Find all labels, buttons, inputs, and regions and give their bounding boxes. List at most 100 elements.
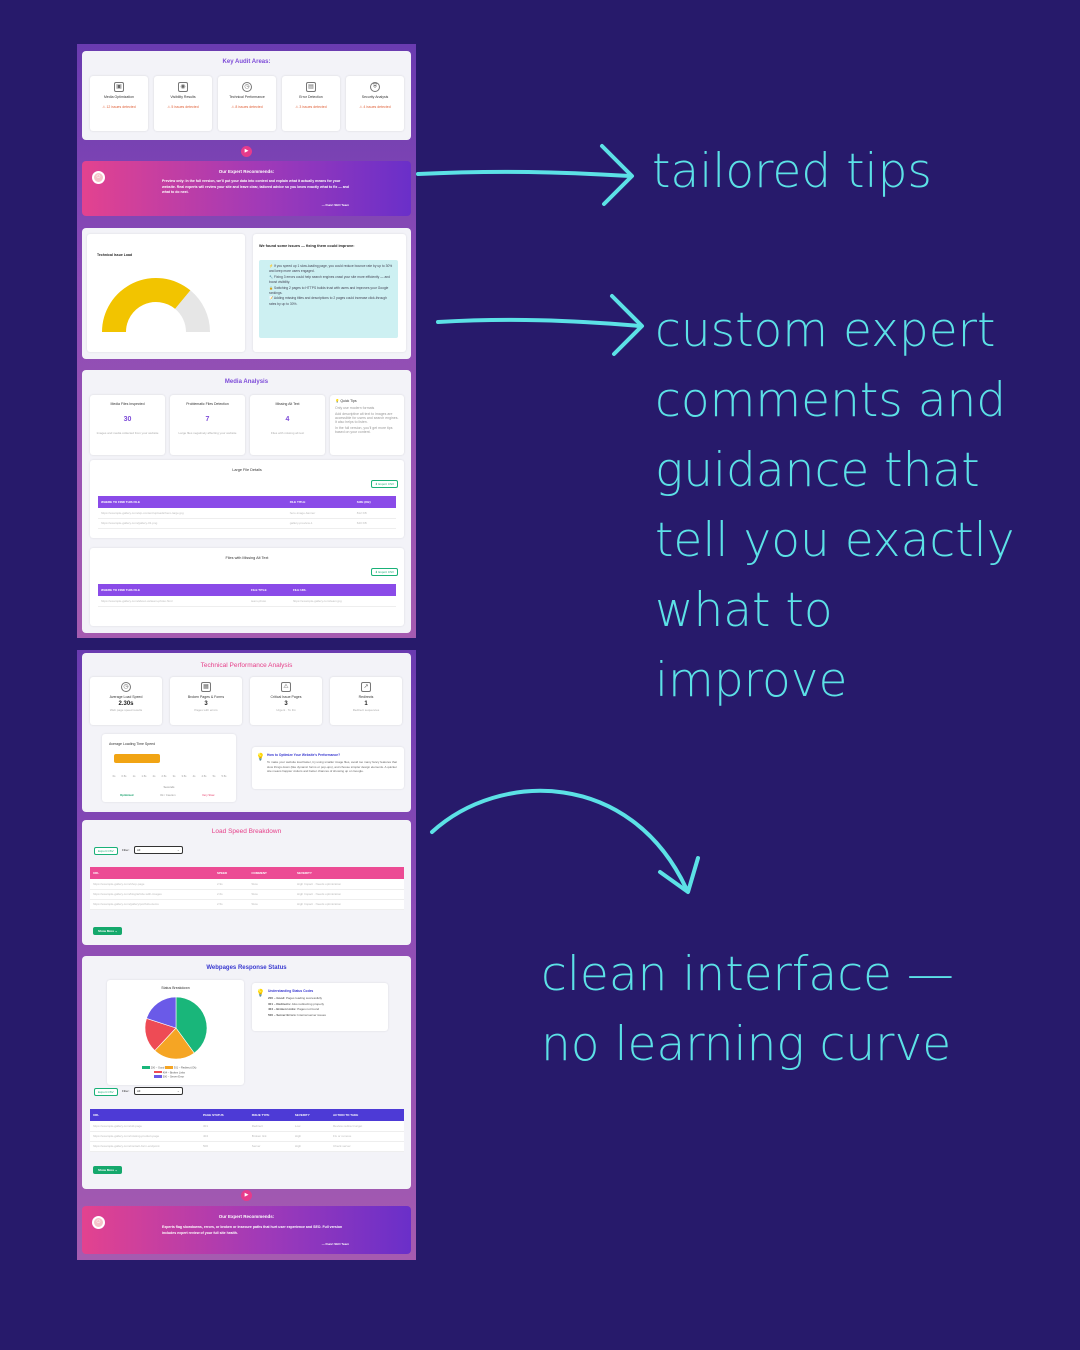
legend-item: 301 – Redirect (Ok): [173, 1066, 197, 1070]
media-analysis-card: Media Analysis Media Files Inspected 30 …: [82, 370, 411, 633]
table-cell: Low: [291, 1121, 330, 1132]
table-cell[interactable]: https://example-gallery.com/missing-prod…: [90, 1131, 200, 1142]
screenshot-strip-top: Key Audit Areas: ▣ Media Optimization ⚠ …: [77, 44, 416, 638]
chevron-down-icon: ⌄: [177, 1089, 180, 1093]
table-cell: Slow: [248, 899, 294, 910]
status-code-row: 404 – Broken Links: Pages not found: [268, 1007, 326, 1013]
column-header[interactable]: COMMENT: [248, 867, 294, 879]
issue-item: 🔧 Fixing 3 errors could help search engi…: [269, 274, 390, 285]
table-cell[interactable]: https://example-gallery.com/gallery-01.p…: [98, 518, 287, 529]
column-header[interactable]: SPEED: [214, 867, 249, 879]
column-header[interactable]: PAGE STATUS: [200, 1109, 249, 1121]
status-code-desc: Internal server issues: [297, 1012, 326, 1017]
audit-item[interactable]: ▣ Media Optimization ⚠ 12 issues detecte…: [90, 76, 148, 131]
audit-item-warning: ⚠ 5 issues detected: [167, 105, 199, 109]
column-header[interactable]: URL: [90, 1109, 200, 1121]
tech-stat: ⚠ Critical Issue Pages 3 Urgent · To Fix: [250, 677, 322, 725]
issues-panel: We found some issues — fixing them could…: [253, 234, 406, 352]
legend-item: 200 – Good: [150, 1066, 165, 1070]
x-tick-label: 5s: [213, 774, 216, 778]
tech-title: Technical Performance Analysis: [200, 662, 293, 669]
audit-item-label: Error Detection: [299, 95, 323, 99]
table-cell[interactable]: https://example-gallery.com/team.jpg: [289, 596, 396, 607]
audit-item-label: Media Optimization: [104, 95, 134, 99]
recommend-body: Preview only: In the full version, we'll…: [162, 179, 349, 194]
audit-item[interactable]: ◉ Visibility Results ⚠ 5 issues detected: [154, 76, 212, 131]
audit-item[interactable]: ⛨ Security Analysis ⚠ 4 issues detected: [346, 76, 404, 131]
caption-line: what to: [655, 583, 833, 638]
table-row: https://example-gallery.com/missing-prod…: [90, 1131, 404, 1142]
table-cell: 2.6s: [214, 889, 249, 900]
play-button[interactable]: ▶: [241, 1190, 252, 1201]
table-cell: 640 KB: [353, 518, 396, 529]
table-cell[interactable]: https://example-gallery.com/shop-page: [90, 879, 214, 890]
status-chart-title: Status Breakdown: [161, 986, 190, 990]
gauge-icon: ◷: [242, 82, 252, 92]
column-header[interactable]: FILE TITLE: [247, 584, 290, 596]
table-cell: 812 KB: [353, 508, 396, 519]
table-cell[interactable]: https://example-gallery.com/blog/article…: [90, 889, 214, 900]
column-header[interactable]: WHERE TO FIND THIS FILE: [98, 584, 248, 596]
show-more-button[interactable]: Show More ⌄: [93, 1166, 123, 1174]
audit-item-label: Visibility Results: [170, 95, 196, 99]
media-stat-value: 7: [205, 416, 210, 423]
status-code: 301 – Redirects:: [268, 1001, 292, 1006]
filter-select[interactable]: All⌄: [134, 846, 183, 854]
audit-item[interactable]: ▤ Error Detection ⚠ 3 issues detected: [282, 76, 340, 131]
tech-stat-sub: Redirect sequences: [352, 708, 380, 712]
recommend-signature: — Dunri SEO Team: [321, 1242, 349, 1246]
table-cell[interactable]: https://example-gallery.com/old-page: [90, 1121, 200, 1132]
optimize-tip-body: To make your website load faster, try us…: [267, 760, 397, 774]
table-cell[interactable]: https://example-gallery.com/contact-form…: [90, 1141, 200, 1152]
export-csv-button[interactable]: ⬇ Export CSV: [370, 480, 398, 488]
column-header[interactable]: ACTION TO TAKE: [330, 1109, 404, 1121]
show-more-button[interactable]: Show More ⌄: [93, 927, 123, 935]
column-header[interactable]: WHERE TO FIND THIS FILE: [98, 496, 287, 508]
filter-select[interactable]: All⌄: [134, 1087, 183, 1095]
x-tick-label: 1s: [133, 774, 136, 778]
table-cell: team-photo: [247, 596, 290, 607]
column-header[interactable]: SEVERITY: [291, 1109, 330, 1121]
table-cell[interactable]: https://example-gallery.com/wp-content/u…: [98, 508, 287, 519]
recommend-title: Our Expert Recommends:: [218, 1214, 275, 1219]
table-row: https://example-gallery.com/shop-page 2.…: [90, 879, 404, 890]
status-code-desc: Also redirecting properly: [291, 1001, 325, 1006]
audit-item-label: Technical Performance: [229, 95, 265, 99]
table-row: https://example-gallery.com/about-us/tea…: [98, 596, 396, 607]
column-header[interactable]: FILE TITLE: [286, 496, 354, 508]
status-legend: 200 – Good 301 – Redirect (Ok) 404 – Bro…: [142, 1066, 222, 1080]
redirect-icon: ↗: [361, 682, 371, 692]
export-csv-button[interactable]: Export CSV: [94, 847, 118, 855]
gauge-remaining-arc: [175, 290, 210, 332]
load-time-bar: [114, 754, 160, 763]
table-cell: High: [291, 1131, 330, 1142]
filter-value: All: [137, 848, 141, 852]
table-cell[interactable]: https://example-gallery.com/gallery/port…: [90, 899, 214, 910]
tech-stat-value: 2.30s: [118, 701, 134, 707]
table-header-row: WHERE TO FIND THIS FILE FILE TITLE FILE …: [98, 584, 396, 596]
legend-swatch: [154, 1070, 162, 1074]
table-row: https://example-gallery.com/wp-content/u…: [98, 508, 396, 519]
column-header[interactable]: URL: [90, 867, 214, 879]
status-table: URL PAGE STATUS ISSUE TYPE SEVERITY ACTI…: [90, 1109, 404, 1152]
image-icon: ▣: [114, 82, 124, 92]
caption-custom-expert: custom expert comments and guidance that…: [655, 296, 1015, 716]
status-code: 200 – Good:: [268, 996, 286, 1000]
x-tick-label: 4.5s: [202, 774, 208, 778]
filter-label: Filter:: [122, 848, 130, 852]
column-header[interactable]: SEVERITY: [294, 867, 404, 879]
column-header[interactable]: FILE URL: [289, 584, 396, 596]
table-cell[interactable]: https://example-gallery.com/about-us/tea…: [98, 596, 248, 607]
tech-stat: ◷ Average Load Speed 2.30s Web page spee…: [90, 677, 162, 725]
export-csv-button[interactable]: Export CSV: [94, 1088, 118, 1096]
table-cell: Slow: [248, 879, 294, 890]
status-info-title: Understanding Status Codes: [268, 989, 314, 993]
export-csv-button[interactable]: ⬇ Export CSV: [370, 568, 398, 576]
issue-item: ⚡ If you speed up 1 slow-loading page, y…: [269, 264, 393, 274]
play-button[interactable]: ▶: [241, 146, 252, 157]
column-header[interactable]: SIZE (KB): [353, 496, 396, 508]
audit-item[interactable]: ◷ Technical Performance ⚠ 8 issues detec…: [218, 76, 276, 131]
column-header[interactable]: ISSUE TYPE: [248, 1109, 292, 1121]
load-speed-title: Load Speed Breakdown: [211, 828, 282, 835]
screenshot-strip-bottom: Technical Performance Analysis ◷ Average…: [77, 650, 416, 1260]
